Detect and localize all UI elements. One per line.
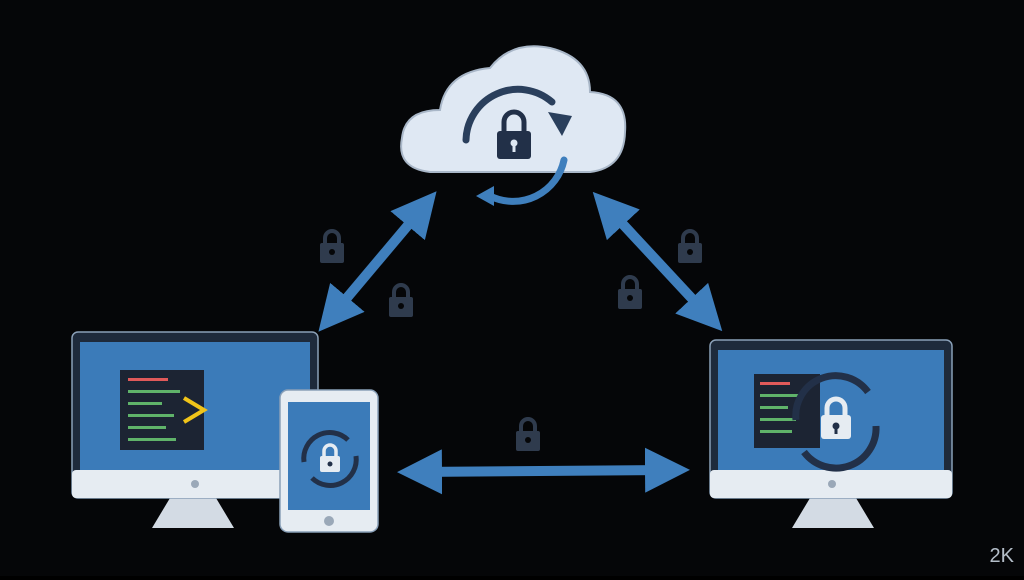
- watermark: 2K: [989, 545, 1014, 567]
- padlock-icon: [387, 283, 415, 319]
- sync-arrows-icon: [792, 372, 880, 472]
- padlock-icon: [320, 443, 340, 472]
- cloud-sync-icon: [462, 85, 572, 206]
- left-monitor: [71, 331, 319, 528]
- terminal-prompt-icon: [182, 396, 208, 424]
- arrow-cloud-right: [592, 191, 723, 332]
- padlock-icon: [497, 109, 531, 159]
- code-panel: [120, 370, 208, 450]
- sync-arrows-icon: [301, 430, 359, 488]
- tablet: [279, 389, 379, 533]
- padlock-icon: [676, 229, 704, 265]
- right-monitor: [709, 339, 953, 528]
- arrow-cloud-left: [318, 191, 437, 332]
- padlock-icon: [514, 417, 542, 453]
- padlock-icon: [821, 396, 851, 439]
- cloud-icon: [400, 45, 627, 206]
- padlock-icon: [318, 229, 346, 265]
- padlock-icon: [616, 275, 644, 311]
- arrow-bottom: [397, 447, 690, 495]
